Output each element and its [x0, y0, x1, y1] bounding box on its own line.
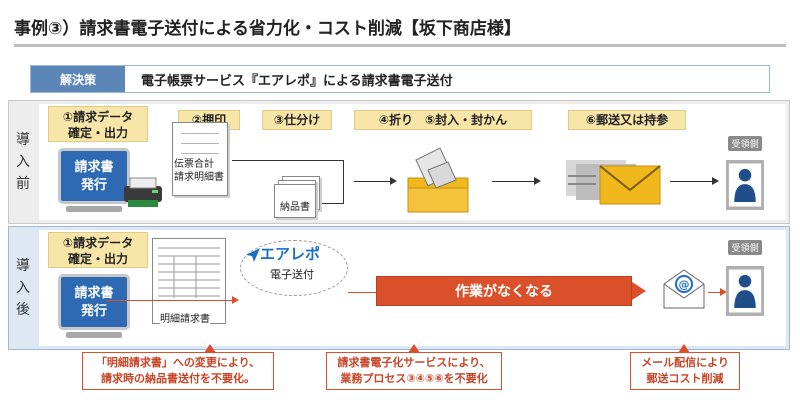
flow-arrow — [708, 292, 722, 293]
after-row-label: 導 入 後 — [9, 227, 37, 349]
flow-arrow — [354, 181, 392, 182]
step-line: ①請求データ — [62, 236, 134, 250]
arrow-head — [232, 296, 239, 304]
before-receiver-person-icon — [726, 160, 764, 210]
printer-icon — [124, 177, 162, 207]
flow-arrow — [106, 300, 234, 301]
before-row-label: 導 入 前 — [9, 101, 37, 223]
flow-arrow — [314, 203, 344, 204]
airrepo-caption: 電子送付 — [270, 268, 314, 281]
before-label-char: 導 — [16, 132, 30, 148]
before-label-char: 入 — [16, 154, 30, 170]
before-receiver-tag: 受領側 — [728, 136, 762, 151]
mail-envelope-stack-icon — [566, 160, 661, 205]
callout-line: メール配信により — [641, 356, 729, 369]
itemized-invoice-caption: 明細請求書 — [160, 310, 210, 325]
arrow-head — [534, 177, 541, 185]
svg-text:@: @ — [679, 278, 690, 291]
callout-mail-delivery: メール配信により 郵送コスト削減 — [630, 352, 740, 390]
flow-arrow — [348, 292, 376, 293]
monitor-stand — [66, 206, 122, 212]
after-label-char: 後 — [16, 302, 30, 318]
flow-arrow — [492, 181, 536, 182]
step-line: ③仕分け — [273, 113, 321, 127]
after-monitor: 請求書 発行 — [58, 274, 130, 330]
flow-arrow — [232, 160, 344, 161]
solution-text: 電子帳票サービス『エアレポ』による請求書電子送付 — [141, 73, 453, 89]
after-label-char: 導 — [16, 258, 30, 274]
arrow-head — [712, 177, 719, 185]
step-line: 確定・出力 — [67, 126, 128, 140]
callout-process-elimination: 請求書電子化サービスにより、 業務プロセス③④⑤⑥を不要化 — [326, 352, 502, 390]
callout-tail — [204, 344, 216, 353]
after-label-char: 入 — [16, 280, 30, 296]
before-monitor: 請求書 発行 — [58, 148, 130, 204]
solution-banner: 解決策 電子帳票サービス『エアレポ』による請求書電子送付 — [30, 65, 770, 93]
monitor-text: 請求書 — [74, 286, 114, 301]
envelope-folder-icon — [407, 147, 469, 213]
no-work-arrow-head — [632, 282, 646, 300]
doc-caption-line: 伝票合計 — [174, 159, 214, 170]
before-label-char: 前 — [16, 176, 30, 192]
before-step-1: ①請求データ 確定・出力 — [48, 106, 148, 142]
step-line: ⑥郵送又は持参 — [585, 113, 669, 127]
stamped-document-caption: 伝票合計 請求明細書 — [174, 158, 224, 184]
airrepo-logo-icon — [246, 248, 260, 262]
monitor-text: 発行 — [80, 304, 107, 319]
monitor-stand — [66, 332, 122, 338]
callout-line: 請求時の納品書送付を不要化。 — [101, 372, 255, 385]
solution-label: 解決策 — [31, 66, 125, 92]
before-step-4-5: ④折り ⑤封入・封かん — [354, 110, 532, 130]
callout-line: 「明細請求書」への変更により、 — [95, 356, 261, 369]
after-step-1: ①請求データ 確定・出力 — [48, 232, 148, 268]
flow-arrow — [670, 181, 714, 182]
step-line: 確定・出力 — [67, 252, 128, 266]
monitor-text: 請求書 — [74, 160, 114, 175]
arrow-head — [720, 288, 727, 296]
monitor-text: 発行 — [80, 178, 107, 193]
arrow-head — [390, 177, 397, 185]
step-line: ①請求データ — [62, 110, 134, 124]
before-step-3: ③仕分け — [262, 110, 332, 130]
before-step-6: ⑥郵送又は持参 — [568, 110, 686, 130]
callout-line: 請求書電子化サービスにより、 — [337, 356, 491, 369]
after-receiver-tag: 受領側 — [728, 240, 762, 255]
doc-caption-line: 請求明細書 — [174, 172, 224, 183]
callout-line: 郵送コスト削減 — [646, 372, 724, 385]
email-envelope-icon: @ — [663, 269, 705, 309]
callout-line: 業務プロセス③④⑤⑥を不要化 — [340, 372, 488, 385]
after-receiver-person-icon — [726, 266, 764, 316]
callout-tail — [408, 344, 420, 353]
callout-tail — [678, 344, 690, 353]
step-line: ④折り ⑤封入・封かん — [378, 113, 508, 127]
delivery-slip: 納品書 — [274, 184, 316, 218]
airrepo-brand: エアレポ — [260, 245, 321, 263]
itemized-invoice-document — [152, 238, 226, 324]
title-divider — [14, 44, 786, 47]
flow-arrow — [343, 160, 344, 204]
delivery-slip-caption: 納品書 — [280, 198, 310, 213]
no-work-banner: 作業がなくなる — [376, 276, 632, 306]
callout-itemized-invoice: 「明細請求書」への変更により、 請求時の納品書送付を不要化。 — [82, 352, 274, 390]
page-title: 事例③）請求書電子送付による省力化・コスト削減【坂下商店様】 — [14, 19, 521, 39]
